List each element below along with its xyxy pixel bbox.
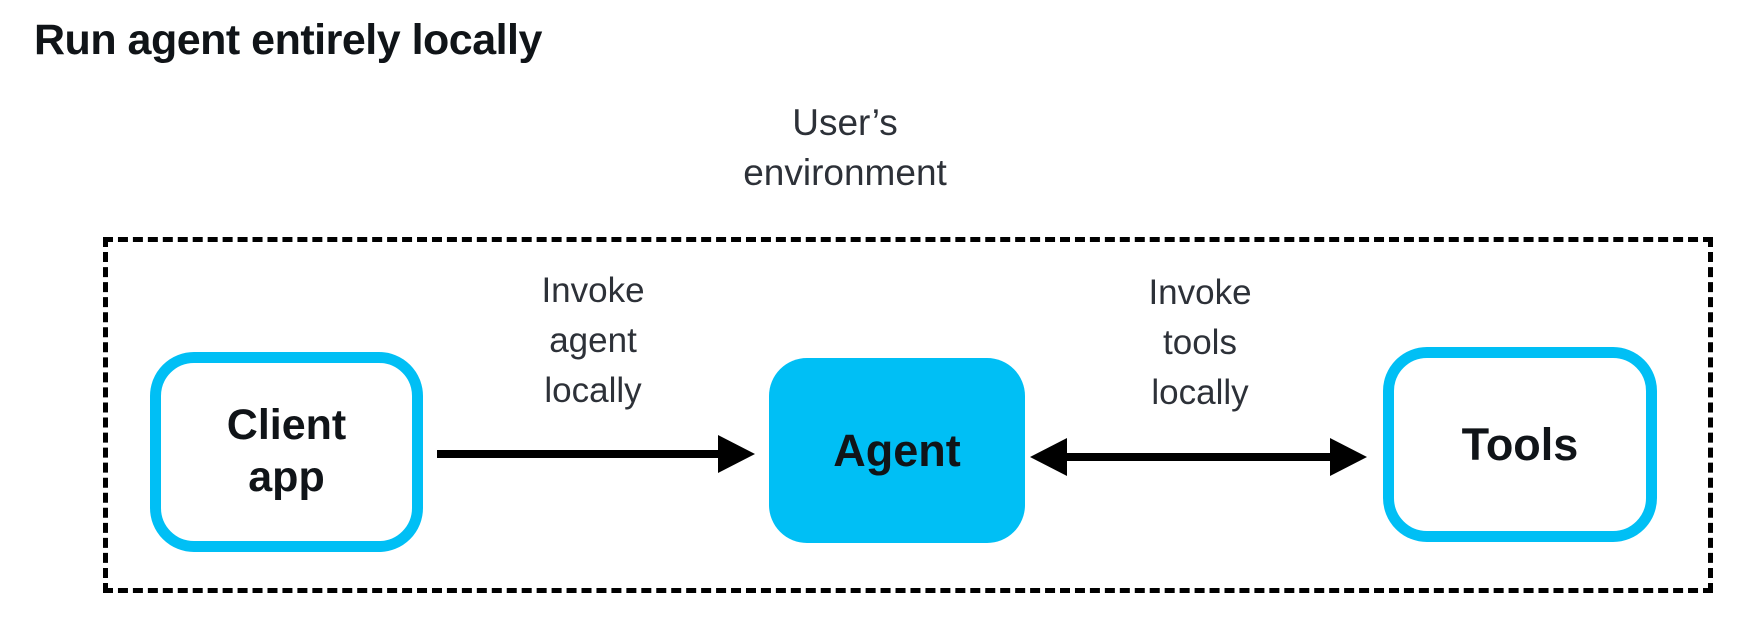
node-agent-label: Agent	[833, 424, 961, 476]
arrow-line	[1067, 453, 1330, 461]
arrow-invoke-agent	[437, 435, 755, 473]
environment-label: User’s environment	[743, 102, 947, 193]
arrow-invoke-tools	[1030, 438, 1367, 476]
edge-label-invoke-agent: Invoke agent locally	[541, 271, 645, 411]
arrowhead-right-icon	[1330, 438, 1367, 476]
arrow-line	[437, 450, 718, 458]
node-client-app: Client app	[150, 352, 423, 552]
arrowhead-right-icon	[718, 435, 755, 473]
arrowhead-left-icon	[1030, 438, 1067, 476]
node-tools-label: Tools	[1461, 418, 1579, 470]
page-title: Run agent entirely locally	[34, 16, 542, 64]
edge-label-invoke-tools: Invoke tools locally	[1148, 273, 1252, 413]
node-tools: Tools	[1383, 347, 1657, 542]
node-agent: Agent	[769, 358, 1025, 543]
environment-boundary-box	[103, 237, 1713, 593]
node-client-app-label: Client app	[226, 401, 347, 501]
